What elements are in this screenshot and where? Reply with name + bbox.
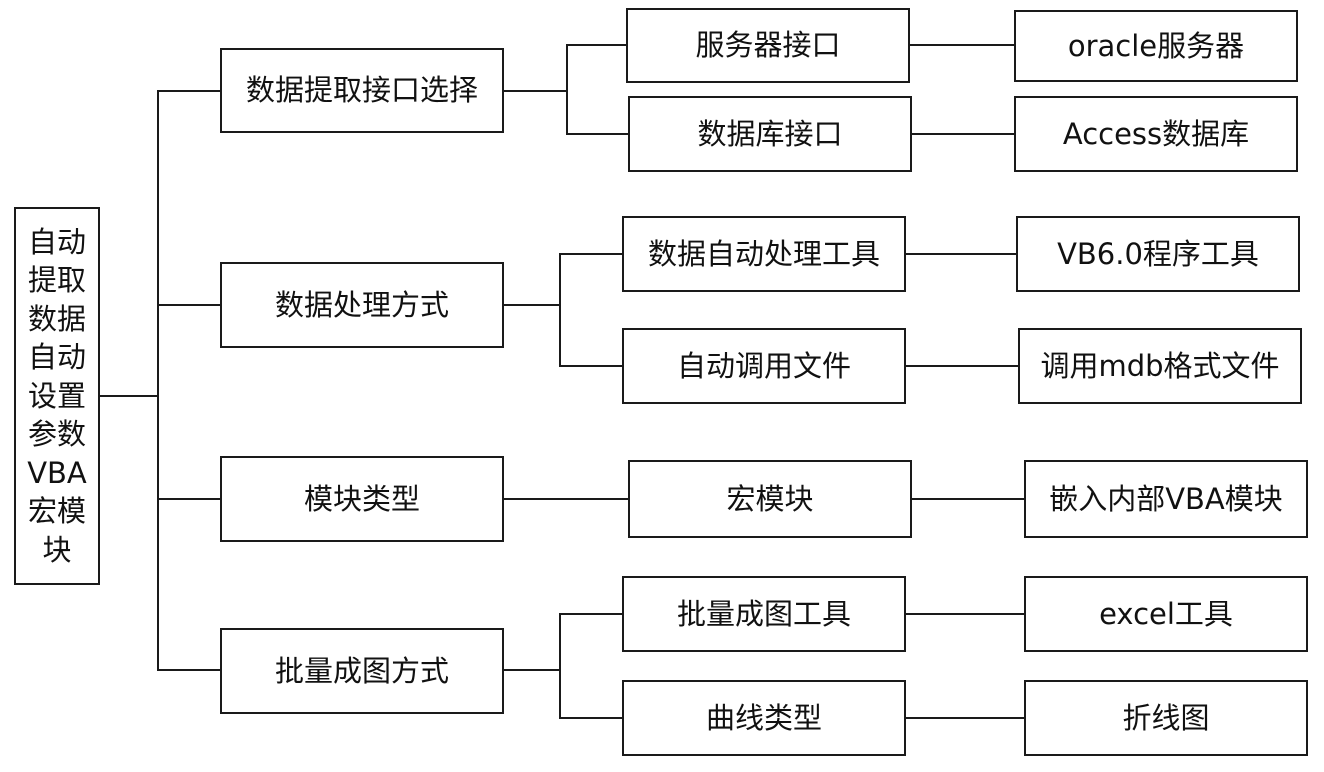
root-label-line: 自动 — [27, 224, 86, 259]
leaf-node-mdb-file: 调用mdb格式文件 — [1018, 328, 1302, 404]
sub-node-database-interface: 数据库接口 — [628, 96, 912, 172]
sub-node-curve-type: 曲线类型 — [622, 680, 906, 756]
root-label-line: 块 — [42, 532, 72, 567]
leaf-node-access-database: Access数据库 — [1014, 96, 1298, 172]
root-label-line: 提取 — [27, 263, 86, 298]
sub-node-batch-plotting-tool: 批量成图工具 — [622, 576, 906, 652]
branch-node-module-type: 模块类型 — [220, 456, 504, 542]
sub-node-server-interface: 服务器接口 — [626, 8, 910, 83]
root-label-line: 自动 — [27, 340, 86, 375]
branch-node-data-processing-method: 数据处理方式 — [220, 262, 504, 348]
leaf-node-excel-tool: excel工具 — [1024, 576, 1308, 652]
leaf-node-vb6-program-tool: VB6.0程序工具 — [1016, 216, 1300, 292]
leaf-node-line-chart: 折线图 — [1024, 680, 1308, 756]
root-label-line: VBA — [27, 455, 87, 490]
branch-node-batch-plotting-method: 批量成图方式 — [220, 628, 504, 714]
root-node-text: 自动 提取 数据 自动 设置 参数 VBA 宏模 块 — [27, 223, 87, 570]
root-label-line: 数据 — [27, 301, 86, 336]
sub-node-auto-processing-tool: 数据自动处理工具 — [622, 216, 906, 292]
root-node: 自动 提取 数据 自动 设置 参数 VBA 宏模 块 — [14, 207, 100, 585]
leaf-node-embedded-vba-module: 嵌入内部VBA模块 — [1024, 460, 1308, 538]
branch-node-data-extraction-interface: 数据提取接口选择 — [220, 48, 504, 133]
sub-node-macro-module: 宏模块 — [628, 460, 912, 538]
leaf-node-oracle-server: oracle服务器 — [1014, 10, 1298, 82]
root-label-line: 参数 — [27, 417, 86, 452]
root-label-line: 宏模 — [27, 494, 86, 529]
root-label-line: 设置 — [27, 378, 86, 413]
sub-node-auto-call-file: 自动调用文件 — [622, 328, 906, 404]
